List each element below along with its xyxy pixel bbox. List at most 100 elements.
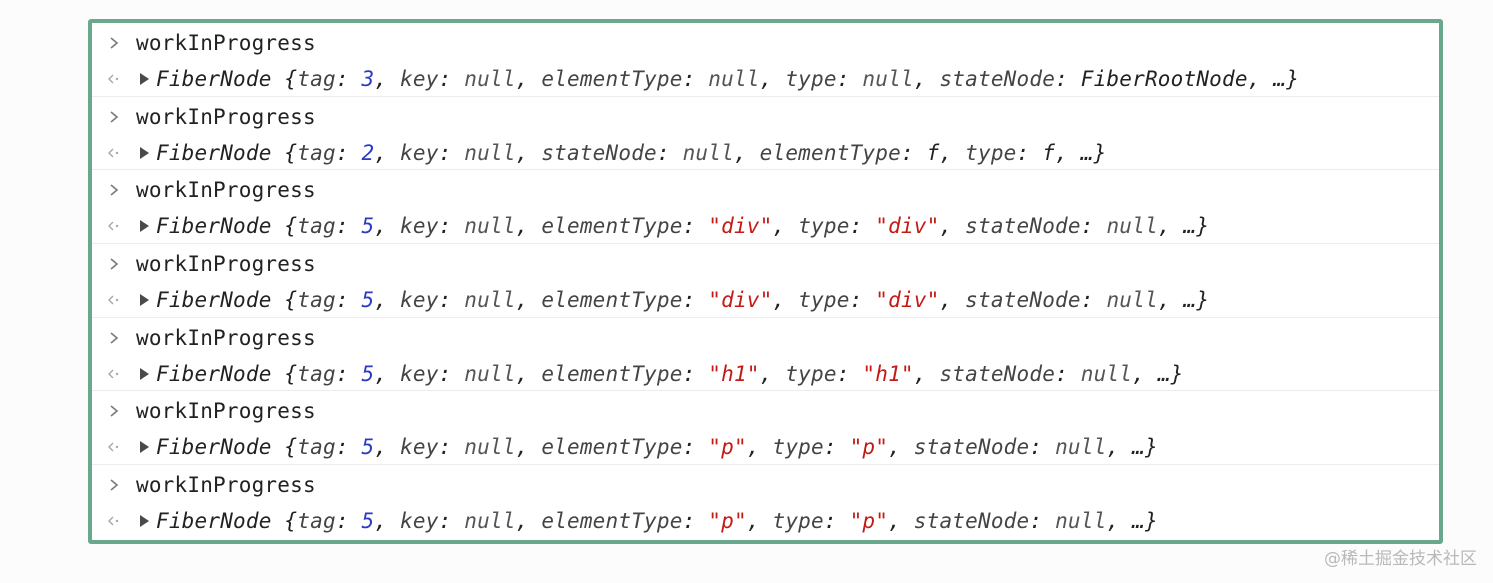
property-key: tag (297, 288, 336, 313)
chevron-right-icon (92, 478, 136, 492)
console-command: workInProgress (136, 325, 316, 350)
property-value: f (926, 140, 940, 165)
console-input-line: workInProgress (92, 25, 1439, 61)
property-key: key (400, 288, 439, 313)
property-key: key (400, 361, 439, 386)
fiber-node-preview[interactable]: FiberNode {tag: 3, key: null, elementTyp… (156, 67, 1300, 91)
chevron-right-icon (92, 257, 136, 271)
disclosure-triangle-icon[interactable] (140, 73, 149, 85)
property-key: elementType (541, 67, 683, 91)
return-arrow-icon (92, 515, 136, 527)
object-class-name: FiberNode (156, 214, 272, 239)
property-key: elementType (759, 140, 901, 165)
property-key: type (965, 140, 1017, 165)
property-value: null (464, 140, 516, 165)
object-class-name: FiberNode (156, 140, 272, 165)
chevron-right-icon (92, 404, 136, 418)
property-key: elementType (541, 361, 683, 386)
property-key: type (772, 435, 824, 460)
ellipsis: … (1183, 288, 1197, 313)
property-value: 5 (361, 509, 375, 534)
object-class-name: FiberNode (156, 67, 272, 91)
console-input-line: workInProgress (92, 393, 1439, 429)
fiber-node-preview[interactable]: FiberNode {tag: 5, key: null, elementTyp… (156, 288, 1210, 313)
console-result-line: FiberNode {tag: 3, key: null, elementTyp… (92, 61, 1439, 97)
return-arrow-icon (92, 147, 136, 159)
property-key: tag (297, 140, 336, 165)
return-arrow-icon (92, 368, 136, 380)
property-value: "h1" (862, 361, 914, 386)
object-class-name: FiberNode (156, 288, 272, 313)
fiber-node-preview[interactable]: FiberNode {tag: 5, key: null, elementTyp… (156, 214, 1210, 239)
property-key: type (798, 214, 850, 239)
property-key: tag (297, 435, 336, 460)
console-result-line: FiberNode {tag: 5, key: null, elementTyp… (92, 208, 1439, 244)
console-result-line: FiberNode {tag: 2, key: null, stateNode:… (92, 135, 1439, 171)
disclosure-triangle-icon[interactable] (140, 294, 149, 307)
property-key: key (400, 67, 439, 91)
property-key: key (400, 509, 439, 534)
disclosure-triangle-icon[interactable] (140, 367, 149, 380)
return-arrow-icon (92, 220, 136, 232)
console-command: workInProgress (136, 178, 316, 203)
property-key: elementType (541, 288, 683, 313)
ellipsis: … (1273, 67, 1287, 91)
console-input-line: workInProgress (92, 467, 1439, 503)
disclosure-triangle-icon[interactable] (140, 220, 149, 233)
property-key: tag (297, 361, 336, 386)
property-value: "div" (875, 288, 940, 313)
property-key: tag (297, 509, 336, 534)
console-command: workInProgress (136, 252, 316, 277)
chevron-right-icon (92, 331, 136, 345)
fiber-node-preview[interactable]: FiberNode {tag: 5, key: null, elementTyp… (156, 509, 1158, 534)
property-key: elementType (541, 214, 683, 239)
property-value: "div" (875, 214, 940, 239)
property-value: 5 (361, 288, 375, 313)
property-value: null (708, 67, 760, 91)
property-key: type (798, 288, 850, 313)
property-value: "p" (849, 509, 889, 534)
property-value: f (1042, 140, 1056, 165)
chevron-right-icon (92, 110, 136, 124)
property-key: elementType (541, 435, 683, 460)
console-input-line: workInProgress (92, 99, 1439, 135)
ellipsis: … (1157, 361, 1171, 386)
property-key: type (785, 361, 837, 386)
property-value: null (1080, 361, 1133, 386)
console-input-line: workInProgress (92, 320, 1439, 356)
property-key: type (772, 509, 824, 534)
property-value: null (464, 67, 516, 91)
console-command: workInProgress (136, 473, 316, 498)
return-arrow-icon (92, 294, 136, 306)
fiber-node-preview[interactable]: FiberNode {tag: 2, key: null, stateNode:… (156, 140, 1107, 165)
console-result-line: FiberNode {tag: 5, key: null, elementTyp… (92, 503, 1439, 539)
console-result-line: FiberNode {tag: 5, key: null, elementTyp… (92, 282, 1439, 318)
property-key: type (785, 67, 837, 91)
property-value: null (464, 214, 516, 239)
property-key: tag (297, 67, 336, 91)
property-value: 2 (361, 140, 375, 165)
disclosure-triangle-icon[interactable] (140, 515, 149, 528)
property-value: null (464, 509, 516, 534)
property-key: key (400, 140, 439, 165)
property-key: stateNode (939, 67, 1056, 91)
return-arrow-icon (92, 73, 136, 85)
property-key: key (400, 214, 439, 239)
property-value: null (1106, 214, 1158, 239)
console-input-line: workInProgress (92, 172, 1439, 208)
property-key: stateNode (541, 140, 657, 165)
fiber-node-preview[interactable]: FiberNode {tag: 5, key: null, elementTyp… (156, 435, 1158, 460)
object-class-name: FiberNode (156, 435, 272, 460)
watermark: @稀土掘金技术社区 (1324, 549, 1477, 569)
disclosure-triangle-icon[interactable] (140, 146, 149, 159)
disclosure-triangle-icon[interactable] (140, 441, 149, 454)
fiber-node-preview[interactable]: FiberNode {tag: 5, key: null, elementTyp… (156, 361, 1184, 386)
property-value: "div" (708, 214, 773, 239)
property-key: stateNode (939, 361, 1056, 386)
